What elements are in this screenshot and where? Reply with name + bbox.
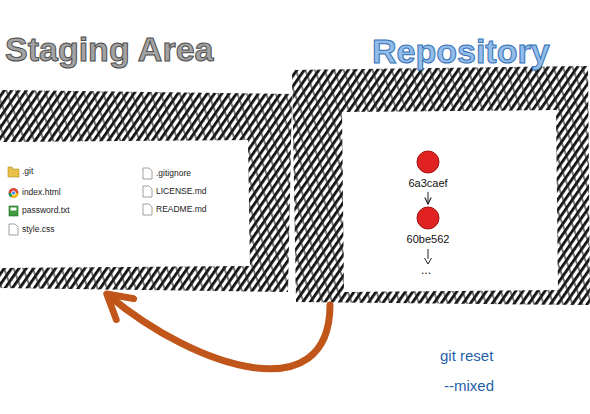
frame-title: Staging Area	[5, 30, 213, 69]
command-text: git reset	[440, 347, 493, 364]
history-arrow	[425, 249, 432, 264]
commit-node: 6a3caef	[405, 150, 451, 190]
history-ellipsis: ...	[421, 264, 431, 278]
file-name: LICENSE.md	[156, 187, 207, 197]
commit-node: 60be562	[404, 206, 453, 246]
repository: Repository 6a3caef 60be562	[290, 28, 590, 305]
file-name: index.html	[22, 188, 61, 198]
command-text: --mixed	[444, 377, 494, 394]
repository-frame	[292, 66, 590, 305]
file-name: .git	[22, 167, 33, 177]
frame-title: Repository	[372, 32, 550, 71]
file-name: password.txt	[22, 206, 70, 216]
commit-hash: 60be562	[404, 233, 453, 246]
file-name: .gitignore	[156, 169, 191, 179]
commit-hash: 6a3caef	[405, 177, 451, 190]
staging-frame	[0, 90, 292, 292]
file-icons	[8, 167, 152, 235]
commit-circle	[416, 150, 440, 174]
connector	[428, 192, 429, 204]
commit-circle	[416, 206, 440, 230]
connector	[108, 295, 330, 369]
file-name: README.md	[156, 205, 207, 215]
file-name: style.css	[22, 225, 55, 235]
staging-area: Staging Area	[0, 28, 290, 292]
